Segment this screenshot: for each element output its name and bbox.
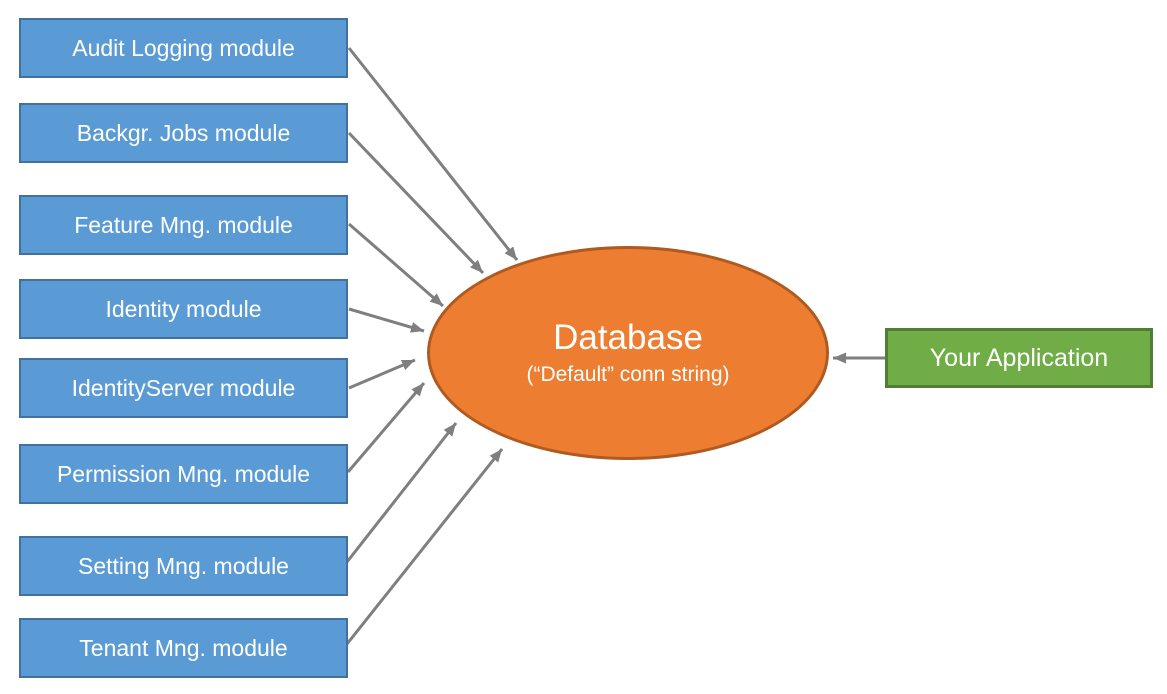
connector-setting-mng-to-database bbox=[345, 422, 458, 563]
node-identityserver-module: IdentityServer module bbox=[19, 358, 348, 418]
node-setting-mng-module: Setting Mng. module bbox=[19, 536, 348, 596]
connector-tenant-mng-to-database bbox=[345, 448, 504, 645]
node-your-application: Your Application bbox=[885, 328, 1153, 388]
node-label: Tenant Mng. module bbox=[79, 634, 288, 661]
connector-permission-mng-to-database bbox=[346, 382, 426, 473]
connector-identityserver-to-database bbox=[348, 358, 416, 390]
connector-feature-mng-to-database bbox=[348, 222, 444, 308]
node-label: Setting Mng. module bbox=[78, 552, 289, 579]
node-label: Your Application bbox=[929, 343, 1109, 372]
node-audit-logging-module: Audit Logging module bbox=[19, 18, 348, 78]
node-tenant-mng-module: Tenant Mng. module bbox=[19, 618, 348, 678]
node-label: Audit Logging module bbox=[72, 34, 295, 61]
node-label: Backgr. Jobs module bbox=[76, 119, 291, 146]
connector-background-jobs-to-database bbox=[347, 131, 485, 275]
connector-audit-logging-to-database bbox=[347, 47, 519, 261]
node-background-jobs-module: Backgr. Jobs module bbox=[19, 103, 348, 163]
node-label: Identity module bbox=[105, 295, 262, 322]
node-label: Feature Mng. module bbox=[74, 211, 293, 238]
node-identity-module: Identity module bbox=[19, 279, 348, 339]
node-database: Database (“Default” conn string) bbox=[427, 246, 829, 460]
node-label: Permission Mng. module bbox=[56, 460, 311, 487]
node-label: IdentityServer module bbox=[71, 374, 296, 401]
connector-identity-to-database bbox=[348, 307, 425, 333]
database-title: Database bbox=[553, 318, 703, 357]
node-feature-mng-module: Feature Mng. module bbox=[19, 195, 348, 255]
database-subtitle: (“Default” conn string) bbox=[526, 363, 730, 386]
node-permission-mng-module: Permission Mng. module bbox=[19, 444, 348, 504]
